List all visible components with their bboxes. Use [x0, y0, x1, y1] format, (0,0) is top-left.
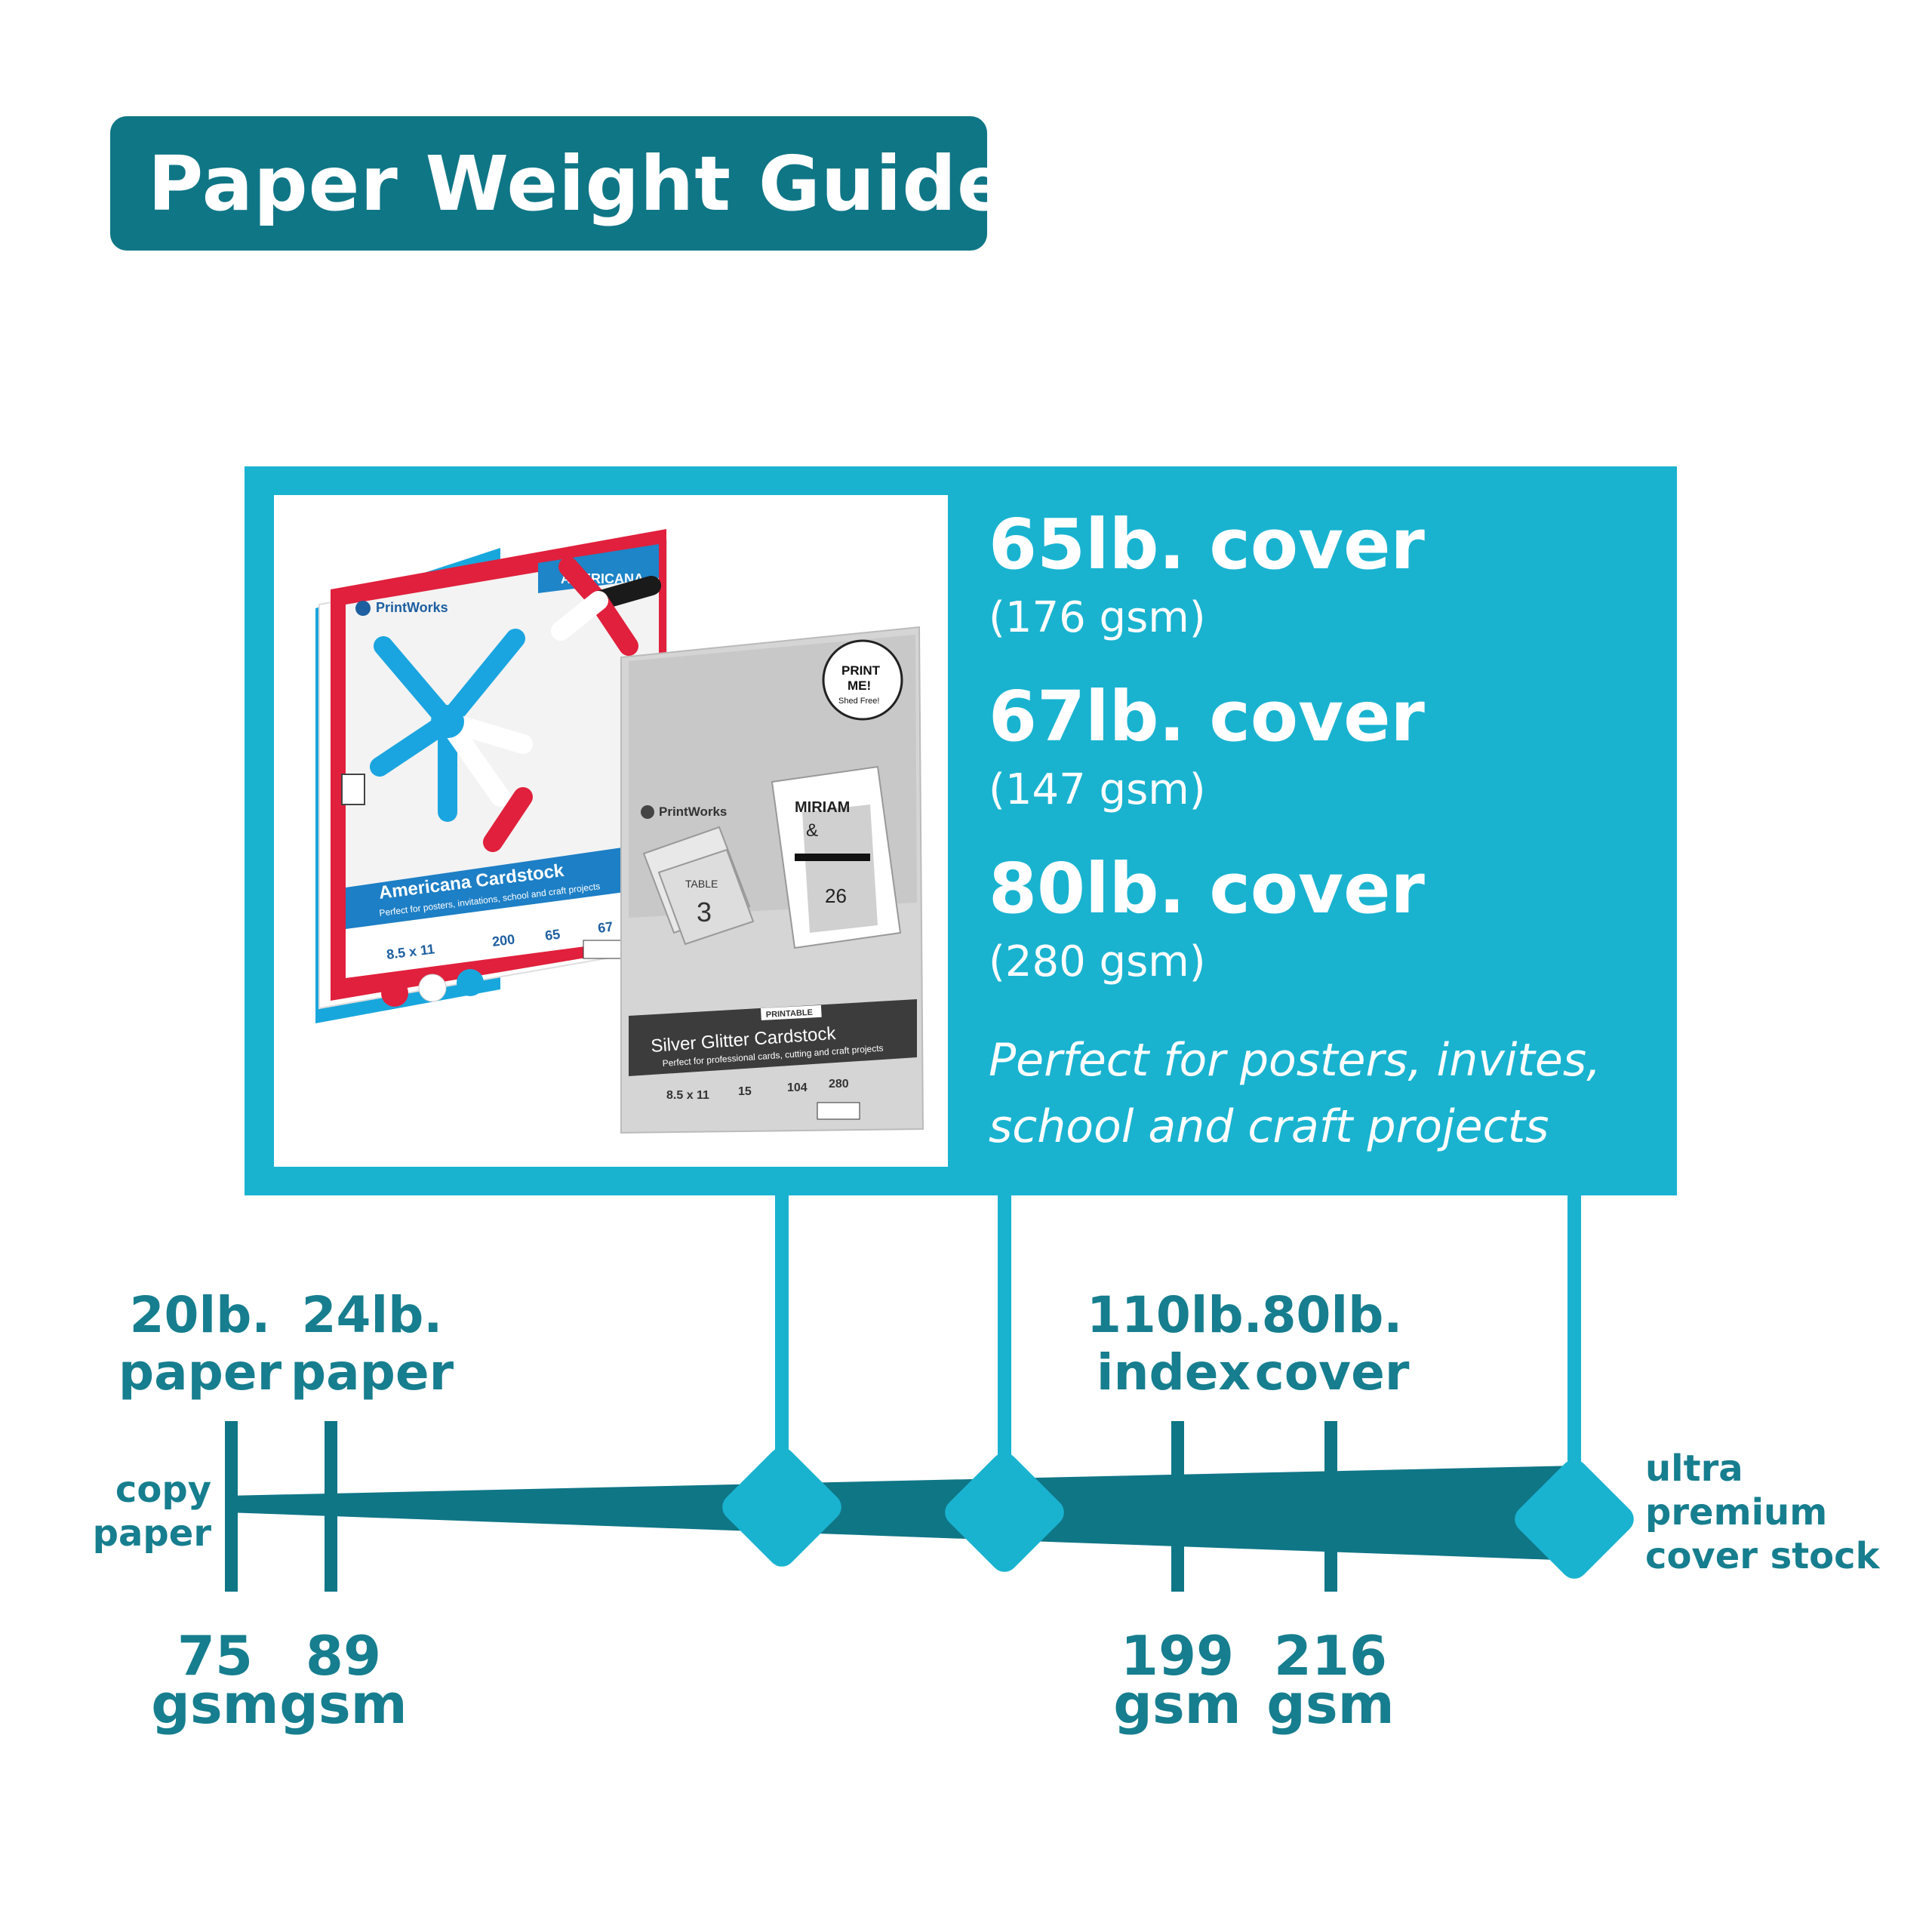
print-me-stamp	[822, 639, 903, 721]
feature-gsm-3: (280 gsm)	[989, 937, 1206, 986]
product-packages-illustration: AMERICANA PrintWorks Americana Cardstock	[315, 529, 924, 1134]
americana-count: 200	[491, 931, 515, 949]
feature-tagline-line1: Perfect for posters, invites,	[989, 1034, 1601, 1087]
americana-type: 67	[597, 919, 614, 936]
americana-package: AMERICANA PrintWorks Americana Cardstock	[315, 529, 667, 1023]
scale-type-20lb: paper	[118, 1343, 282, 1401]
scale-gsm-89: 89	[305, 1624, 382, 1687]
color-swatch-blue	[457, 969, 484, 996]
americana-brand: PrintWorks	[376, 600, 448, 615]
connector-line-65lb	[775, 1195, 789, 1452]
svg-text:ME!: ME!	[848, 678, 871, 693]
svg-text:PRINTABLE: PRINTABLE	[766, 1008, 814, 1020]
product-photo-panel: AMERICANA PrintWorks Americana Cardstock	[274, 495, 948, 1167]
scale-gsm-unit-216: gsm	[1266, 1672, 1395, 1736]
scale-bar	[226, 1466, 1577, 1561]
scale-gsm-unit-199: gsm	[1113, 1672, 1241, 1736]
connector-line-80lb	[1567, 1195, 1581, 1467]
scale-weight-24lb: 24lb.	[301, 1286, 443, 1344]
scale-right-label-line3: cover stock	[1645, 1535, 1880, 1577]
scale-gsm-75: 75	[177, 1624, 254, 1687]
scale-right-label-line2: premium	[1645, 1491, 1828, 1534]
tick-24lb	[325, 1421, 337, 1592]
color-swatch-white	[418, 974, 447, 1002]
feature-weight-2: 67lb. cover	[989, 676, 1425, 757]
diamond-marker-65lb	[722, 1447, 841, 1567]
scale-gsm-199: 199	[1120, 1624, 1235, 1687]
title-banner: Paper Weight Guide	[110, 116, 1008, 251]
scale-gsm-unit-75: gsm	[151, 1672, 279, 1736]
americana-weight: 65	[544, 927, 561, 943]
svg-text:&: &	[806, 820, 818, 841]
silver-size: 8.5 x 11	[666, 1089, 709, 1102]
feature-gsm-1: (176 gsm)	[989, 593, 1206, 642]
tick-80lb	[1324, 1421, 1337, 1592]
scale-weight-110lb: 110lb.	[1087, 1286, 1263, 1344]
color-swatch-red	[381, 980, 408, 1007]
connector-line-67lb	[998, 1195, 1011, 1460]
feature-weight-1: 65lb. cover	[989, 504, 1425, 585]
scale-type-110lb: index	[1096, 1343, 1251, 1401]
invite-date: 26	[825, 884, 847, 907]
silver-count: 15	[738, 1085, 752, 1098]
feature-weight-3: 80lb. cover	[989, 848, 1425, 929]
svg-text:PRINT: PRINT	[841, 663, 881, 678]
svg-text:Shed Free!: Shed Free!	[838, 697, 879, 706]
scale-weight-20lb: 20lb.	[129, 1286, 271, 1344]
tick-110lb	[1171, 1421, 1184, 1592]
silver-glitter-package: PRINT ME! Shed Free! PrintWorks TABLE 3 …	[620, 626, 924, 1134]
table-card-label: TABLE	[685, 878, 718, 890]
scale-type-24lb: paper	[290, 1343, 454, 1401]
fsc-logo-icon	[341, 774, 365, 805]
scale-weight-80lb: 80lb.	[1261, 1286, 1403, 1344]
silver-gsm: 280	[829, 1078, 849, 1091]
diamond-marker-67lb	[945, 1453, 1064, 1572]
silver-weight: 104	[787, 1081, 808, 1094]
scale-gsm-216: 216	[1273, 1624, 1388, 1687]
scale-gsm-unit-89: gsm	[279, 1672, 408, 1736]
table-card-number: 3	[697, 897, 712, 928]
scale-type-80lb: cover	[1254, 1343, 1410, 1401]
silver-brand: PrintWorks	[659, 804, 727, 819]
barcode-icon	[817, 1102, 860, 1120]
scale-left-label-line2: paper	[92, 1512, 211, 1555]
scale-right-label-line1: ultra	[1645, 1447, 1743, 1490]
feature-gsm-2: (147 gsm)	[989, 765, 1206, 814]
diamond-marker-80lb	[1515, 1460, 1634, 1579]
feature-tagline-line2: school and craft projects	[989, 1100, 1549, 1153]
scale-left-label-line1: copy	[115, 1469, 211, 1511]
invite-name: MIRIAM	[795, 799, 850, 816]
brand-logo-icon	[641, 805, 654, 819]
page-title: Paper Weight Guide	[148, 139, 1009, 228]
tick-20lb	[225, 1421, 238, 1592]
brand-logo-icon	[355, 601, 371, 616]
